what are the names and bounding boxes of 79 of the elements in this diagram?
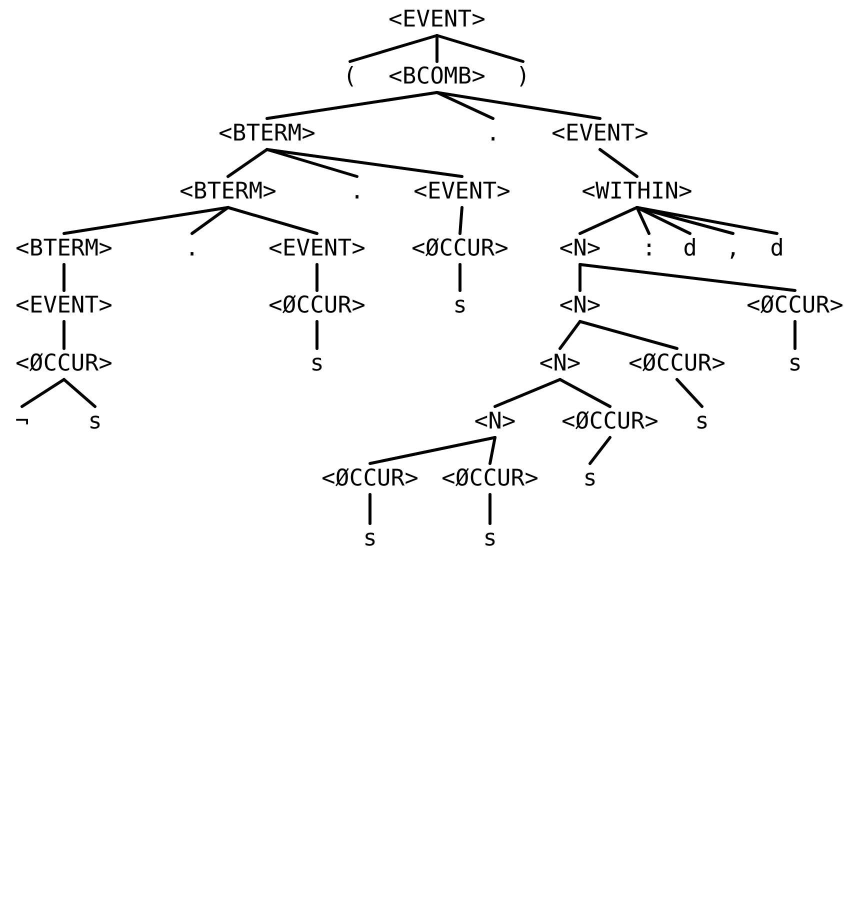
tree-symbol: s [308,348,326,380]
tree-symbol: <ØCCUR> [14,348,114,380]
tree-branch-line [458,206,464,235]
tree-branch-line [436,34,438,63]
tree-symbol: <ØCCUR> [560,406,660,438]
tree-symbol: <BTERM> [14,234,114,264]
tree-symbol: <ØCCUR> [410,234,510,264]
tree-symbol: <N> [472,406,518,438]
tree-branch-line [348,34,438,63]
tree-branch-line [436,34,524,63]
tree-branch-line [558,378,612,408]
tree-symbol: <EVENT> [266,234,368,264]
tree-branch-line [62,263,66,292]
tree-symbol: s [693,406,711,438]
tree-branch-line [62,378,96,408]
tree-symbol: <EVENT> [412,176,512,208]
tree-symbol: : [640,234,658,264]
tree-branch-line [190,206,230,235]
tree-symbol: <ØCCUR> [744,290,846,322]
tree-symbol: . [183,234,201,264]
tree-symbol: s [361,524,379,554]
tree-branch-line [488,436,496,465]
tree-branch-line [226,148,268,178]
tree-branch-line [598,148,638,178]
tree-symbol: s [481,524,499,554]
tree-symbol: <EVENT> [14,290,114,322]
tree-branch-line [494,378,562,408]
tree-symbol: <EVENT> [550,118,650,150]
tree-symbol: . [348,176,366,208]
tree-branch-line [368,436,496,465]
tree-branch-line [676,378,704,408]
tree-symbol: s [786,348,804,380]
tree-branch-line [636,206,734,235]
tree-branch-line [316,320,318,350]
tree-symbol: <ØCCUR> [626,348,728,380]
tree-symbol: ( [341,62,359,92]
tree-branch-line [578,206,638,235]
tree-branch-line [266,91,438,120]
tree-symbol: d [768,234,786,264]
tree-symbol: ¬ [13,406,31,438]
tree-branch-line [578,263,796,292]
tree-branch-line [62,320,66,350]
tree-branch-line [636,206,650,235]
tree-symbol: . [484,118,502,150]
tree-symbol: <ØCCUR> [320,464,420,494]
tree-branch-line [636,206,692,235]
tree-branch-line [488,493,492,525]
tree-symbol: s [581,464,599,494]
tree-branch-line [458,263,462,292]
tree-symbol: <ØCCUR> [266,290,368,322]
tree-branch-line [636,206,778,235]
tree-branch-line [436,91,602,120]
tree-branch-line [578,320,678,350]
tree-branch-line [266,148,358,178]
tree-symbol: <ØCCUR> [440,464,540,494]
tree-branch-line [20,378,66,408]
tree-branch-line [316,263,318,292]
tree-symbol: <EVENT> [386,4,488,36]
tree-branch-line [578,263,582,292]
tree-symbol: <BTERM> [178,176,278,208]
tree-branch-line [558,320,582,350]
tree-branch-line [226,206,318,235]
tree-branch-line [266,148,464,178]
tree-branch-line [368,493,372,525]
tree-symbol: <N> [557,290,603,322]
tree-symbol: <N> [537,348,583,380]
tree-branch-line [588,436,612,465]
tree-symbol: <BCOMB> [386,62,488,92]
tree-branch-line [62,206,230,235]
tree-symbol: d [681,234,699,264]
tree-symbol: s [451,290,469,322]
tree-branch-line [794,320,796,350]
tree-symbol: s [86,406,104,438]
tree-symbol: ) [514,62,532,92]
tree-symbol: <BTERM> [216,118,318,150]
tree-branch-line [436,91,494,120]
tree-symbol: <N> [557,234,603,264]
tree-symbol: , [724,234,742,264]
tree-symbol: <WITHIN> [580,176,694,208]
